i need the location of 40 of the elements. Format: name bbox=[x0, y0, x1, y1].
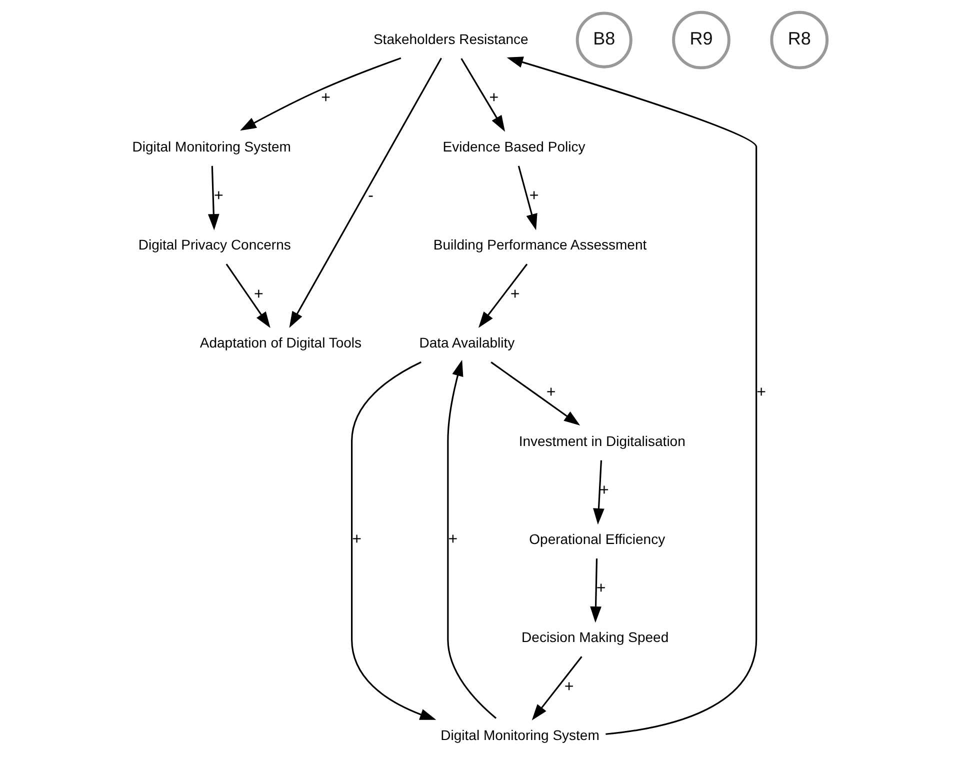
arrow bbox=[590, 558, 602, 623]
edge-label: + bbox=[510, 284, 520, 303]
node-text: Digital Privacy Concerns bbox=[138, 236, 291, 253]
node-text: Digital Monitoring System bbox=[440, 727, 600, 744]
node-text: Evidence Based Policy bbox=[442, 138, 586, 154]
node-text: Stakeholders Resistance bbox=[373, 30, 528, 47]
arrow bbox=[532, 656, 582, 720]
edge-label: + bbox=[321, 88, 330, 107]
edge-label: + bbox=[214, 186, 224, 205]
node-text: Building Performance Assessment bbox=[433, 236, 647, 253]
arrow bbox=[351, 361, 436, 720]
node-text: Digital Monitoring System bbox=[132, 138, 291, 154]
node-text: Data Availablity bbox=[419, 334, 515, 351]
edge-label: + bbox=[448, 530, 458, 548]
node-text: Decision Making Speed bbox=[522, 629, 669, 646]
edge-label: + bbox=[756, 382, 766, 401]
arrow bbox=[460, 58, 506, 132]
edge-label: + bbox=[546, 382, 556, 401]
arrow bbox=[208, 166, 220, 230]
arrow bbox=[240, 57, 402, 131]
arrow bbox=[518, 166, 538, 230]
label: R8 bbox=[788, 28, 811, 48]
edge-label: + bbox=[596, 579, 606, 598]
edge-label: + bbox=[254, 284, 264, 303]
arrow bbox=[447, 360, 497, 719]
arrow bbox=[289, 58, 442, 328]
arrow bbox=[478, 264, 528, 328]
label: R9 bbox=[690, 28, 713, 48]
edge-label: + bbox=[564, 677, 574, 696]
node-text: Operational Efficiency bbox=[529, 530, 666, 547]
arrow bbox=[226, 264, 270, 328]
label: B8 bbox=[593, 28, 616, 48]
node-text: Adaptation of Digital Tools bbox=[200, 334, 362, 351]
arrow bbox=[506, 56, 758, 735]
node-text: Investment in Digitalisation bbox=[518, 432, 686, 449]
edge-label: + bbox=[352, 530, 362, 548]
edge-label: - bbox=[368, 186, 374, 205]
edge-label: + bbox=[489, 88, 499, 107]
arrow bbox=[490, 362, 580, 426]
edge-label: + bbox=[529, 186, 539, 205]
